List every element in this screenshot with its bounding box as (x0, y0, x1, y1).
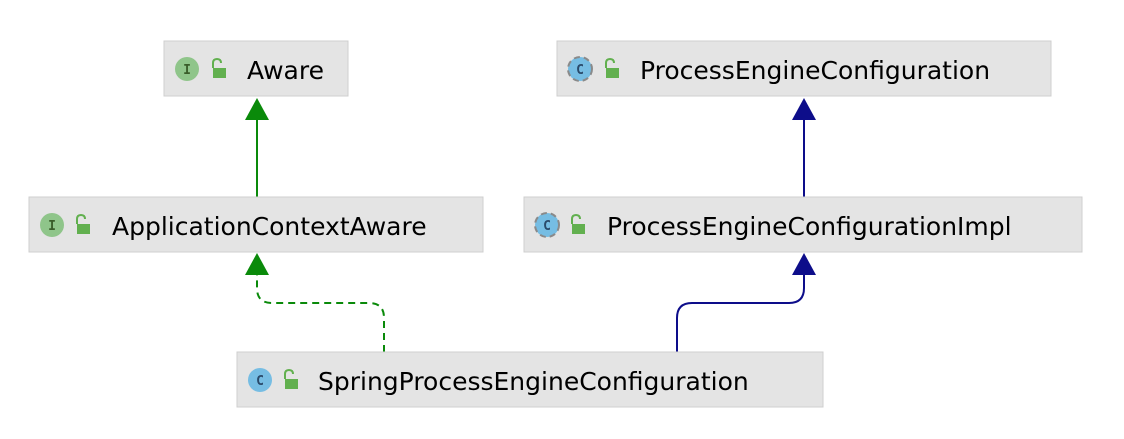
node-label: SpringProcessEngineConfiguration (318, 367, 749, 396)
node-applicationcontextaware[interactable]: I ApplicationContextAware (28, 196, 484, 253)
class-icon: C (248, 368, 272, 392)
node-processengineconfiguration[interactable]: C ProcessEngineConfiguration (556, 40, 1052, 97)
edge-springprocessengineconfiguration-extends-processengineconfigurationimpl (676, 253, 816, 352)
edge-processengineconfigurationimpl-extends-processengineconfiguration (792, 98, 816, 197)
abstract-class-icon: C (534, 212, 560, 238)
interface-icon: I (40, 213, 64, 237)
lock-open-icon (571, 213, 585, 234)
svg-text:I: I (48, 219, 56, 234)
arrowhead (792, 253, 816, 275)
lock-open-icon (605, 57, 619, 78)
svg-text:C: C (256, 374, 264, 389)
arrowhead (245, 98, 269, 120)
node-aware[interactable]: I Aware (163, 40, 349, 97)
edge-springprocessengineconfiguration-implements-applicationcontextaware (245, 253, 385, 352)
node-label: Aware (247, 56, 324, 85)
svg-text:C: C (543, 219, 551, 234)
node-processengineconfigurationimpl[interactable]: C ProcessEngineConfigurationImpl (523, 196, 1083, 253)
edge-applicationcontextaware-extends-aware (245, 98, 269, 197)
lock-open-icon (284, 368, 298, 389)
svg-text:I: I (183, 63, 191, 78)
arrowhead (245, 253, 269, 275)
interface-icon: I (175, 57, 199, 81)
node-label: ProcessEngineConfiguration (640, 56, 990, 85)
node-label: ApplicationContextAware (112, 212, 427, 241)
lock-open-icon (212, 57, 226, 78)
abstract-class-icon: C (567, 56, 593, 82)
node-springprocessengineconfiguration[interactable]: C SpringProcessEngineConfiguration (236, 351, 824, 408)
svg-text:C: C (576, 63, 584, 78)
lock-open-icon (76, 213, 90, 234)
arrowhead (792, 98, 816, 120)
node-label: ProcessEngineConfigurationImpl (607, 212, 1012, 241)
